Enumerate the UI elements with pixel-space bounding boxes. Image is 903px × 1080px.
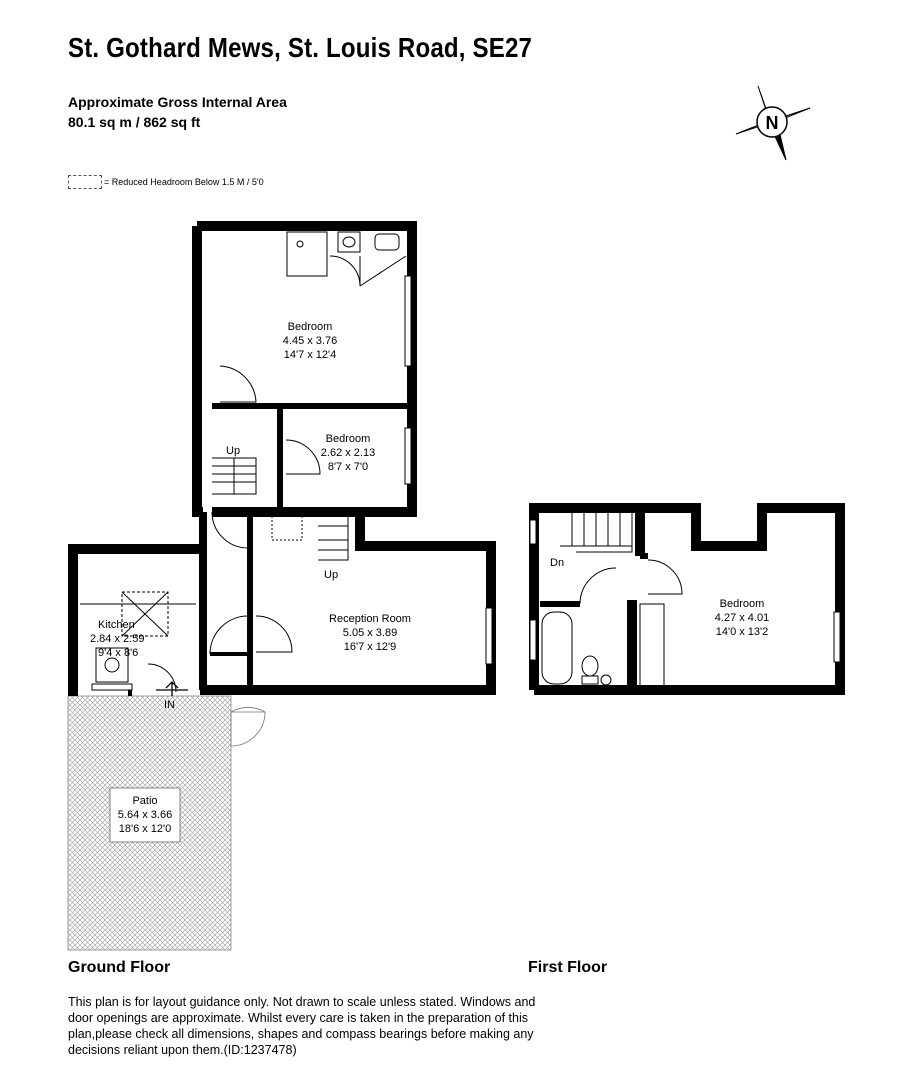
room-metric: 5.05 x 3.89: [343, 627, 397, 639]
compass-icon: N: [735, 85, 811, 161]
room-label-reception: Reception Room 5.05 x 3.89 16'7 x 12'9: [329, 613, 411, 653]
area-label: Approximate Gross Internal Area: [68, 94, 287, 110]
room-imperial: 14'0 x 13'2: [716, 626, 769, 638]
room-name: Reception Room: [329, 613, 411, 625]
area-value: 80.1 sq m / 862 sq ft: [68, 114, 201, 130]
ground-floor-details: [80, 231, 493, 696]
room-metric: 2.84 x 2.59: [90, 633, 144, 645]
legend-prefix: =: [104, 177, 110, 187]
room-label-bedroom-c: Bedroom 4.27 x 4.01 14'0 x 13'2: [715, 598, 769, 638]
legend-description: Reduced Headroom Below 1.5 M / 5'0: [111, 177, 264, 187]
room-imperial: 9'4 x 8'6: [98, 647, 138, 659]
room-name: Kitchen: [98, 619, 135, 631]
legend-swatch: [68, 175, 102, 189]
entrance-label: IN: [164, 699, 175, 711]
room-imperial: 14'7 x 12'4: [284, 349, 337, 361]
room-imperial: 8'7 x 7'0: [328, 461, 368, 473]
stairs-up-label: Up: [226, 445, 240, 457]
room-name: Bedroom: [326, 433, 371, 445]
room-metric: 4.45 x 3.76: [283, 335, 337, 347]
room-imperial: 18'6 x 12'0: [119, 823, 172, 835]
room-imperial: 16'7 x 12'9: [344, 641, 397, 653]
room-name: Bedroom: [288, 321, 333, 333]
stairs-down-label: Dn: [550, 557, 564, 569]
legend-text: = Reduced Headroom Below 1.5 M / 5'0: [104, 177, 264, 187]
disclaimer-text: This plan is for layout guidance only. N…: [68, 995, 536, 1057]
patio-area: [67, 695, 267, 951]
ground-floor-label: Ground Floor: [68, 959, 171, 976]
room-name: Patio: [132, 795, 157, 807]
room-metric: 2.62 x 2.13: [321, 447, 375, 459]
room-name: Bedroom: [720, 598, 765, 610]
first-floor-details: [529, 511, 841, 687]
stairs-up-label: Up: [324, 569, 338, 581]
compass-letter: N: [766, 113, 779, 133]
room-label-kitchen: Kitchen 2.84 x 2.59 9'4 x 8'6: [90, 619, 144, 659]
room-metric: 5.64 x 3.66: [118, 809, 172, 821]
first-floor-label: First Floor: [528, 959, 608, 976]
room-label-bedroom-b: Bedroom 2.62 x 2.13 8'7 x 7'0: [321, 433, 375, 473]
room-label-bedroom-a: Bedroom 4.45 x 3.76 14'7 x 12'4: [283, 321, 337, 361]
room-metric: 4.27 x 4.01: [715, 612, 769, 624]
page-title: St. Gothard Mews, St. Louis Road, SE27: [68, 32, 533, 63]
ground-floor-walls: [68, 221, 496, 696]
room-label-patio: Patio 5.64 x 3.66 18'6 x 12'0: [118, 795, 172, 835]
